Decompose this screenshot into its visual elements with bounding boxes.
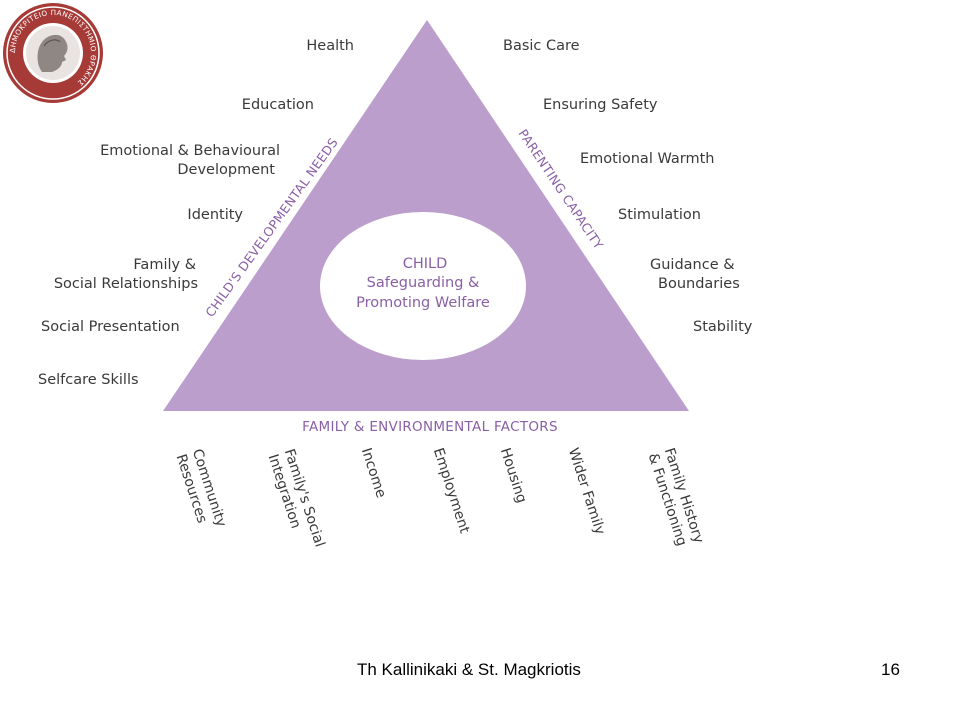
- center-line-3: Promoting Welfare: [356, 295, 490, 311]
- need-health: Health: [306, 38, 354, 54]
- parenting-stimulation: Stimulation: [618, 207, 701, 223]
- parenting-guidance-boundaries: Guidance & Boundaries: [650, 257, 740, 292]
- center-ellipse: [320, 212, 526, 360]
- slide-number: 16: [881, 660, 900, 679]
- parenting-stability: Stability: [693, 319, 753, 335]
- need-emotional-behavioural-development: Emotional & Behavioural Development: [100, 143, 280, 178]
- logo-seal-icon: ΔΗΜΟΚΡΙΤΕΙΟ ΠΑΝΕΠΙΣΤΗΜΙΟ ΘΡΑΚΗΣ: [3, 3, 103, 103]
- need-identity: Identity: [187, 207, 243, 223]
- parenting-ensuring-safety: Ensuring Safety: [543, 97, 658, 113]
- footer-authors: Th Kallinikaki & St. Magkriotis: [357, 660, 581, 679]
- parenting-emotional-warmth: Emotional Warmth: [580, 151, 715, 167]
- center-title: CHILD: [403, 256, 448, 272]
- need-selfcare-skills: Selfcare Skills: [38, 372, 139, 388]
- need-social-presentation: Social Presentation: [41, 319, 180, 335]
- center-line-2: Safeguarding &: [367, 275, 480, 291]
- parenting-basic-care: Basic Care: [503, 38, 580, 54]
- side-label-family-environmental: FAMILY & ENVIRONMENTAL FACTORS: [302, 419, 558, 435]
- university-logo: ΔΗΜΟΚΡΙΤΕΙΟ ΠΑΝΕΠΙΣΤΗΜΙΟ ΘΡΑΚΗΣ: [2, 2, 104, 104]
- need-education: Education: [241, 97, 314, 113]
- need-family-social-relationships: Family & Social Relationships: [53, 257, 198, 292]
